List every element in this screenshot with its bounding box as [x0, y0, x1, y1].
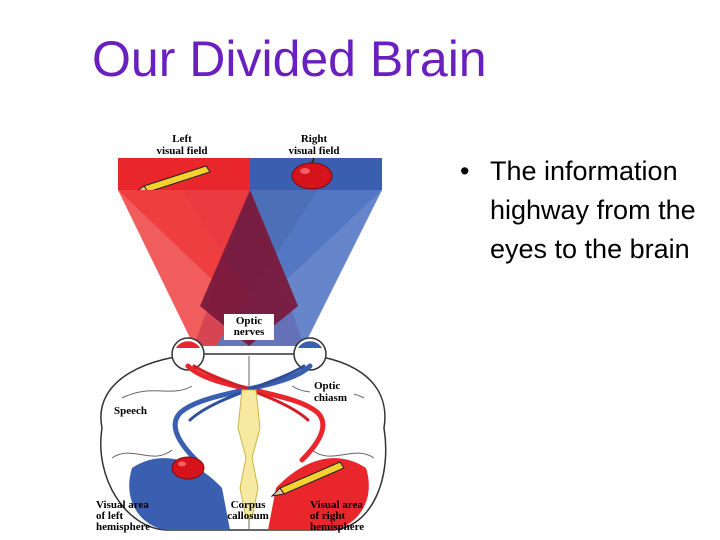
apple-icon	[291, 157, 333, 190]
optic-chiasm-label-line1: Optic	[314, 380, 340, 392]
right-field-label-line1: Right	[301, 133, 328, 145]
left-field-label-line2: visual field	[156, 145, 207, 157]
right-visual-area	[268, 458, 369, 530]
right-field-label-line2: visual field	[288, 145, 339, 157]
visual-left-label-line1: Visual area	[96, 499, 149, 511]
visual-right-label-line2: of right	[310, 510, 345, 522]
left-field-label-line1: Left	[172, 133, 192, 145]
visual-left-label-line2: of left	[96, 510, 124, 522]
visual-right-label-line3: hemisphere	[310, 521, 364, 533]
visual-left-label-line3: hemisphere	[96, 521, 150, 533]
slide-title: Our Divided Brain	[92, 31, 487, 87]
bullet-list: • The information highway from the eyes …	[460, 152, 718, 269]
optic-nerves-label-line1: Optic	[236, 315, 262, 327]
visual-right-label-line1: Visual area	[310, 499, 363, 511]
corpus-label-line1: Corpus	[231, 499, 267, 511]
corpus-callosum	[237, 389, 261, 519]
optic-chiasm-label-line2: chiasm	[314, 392, 347, 404]
corpus-label-line2: callosum	[227, 510, 269, 522]
bullet-dot-icon: •	[460, 156, 470, 186]
optic-nerves-label-line2: nerves	[234, 326, 265, 338]
overlap-region	[200, 190, 298, 346]
speech-label: Speech	[114, 405, 147, 417]
visual-pathway-diagram: Left visual field Right visual field Opt…	[96, 133, 387, 533]
bullet-item: The information highway from the eyes to…	[490, 156, 696, 264]
apple-icon-hemisphere	[171, 456, 205, 480]
pencil-icon-hemisphere	[270, 461, 345, 497]
left-visual-area	[129, 458, 230, 530]
